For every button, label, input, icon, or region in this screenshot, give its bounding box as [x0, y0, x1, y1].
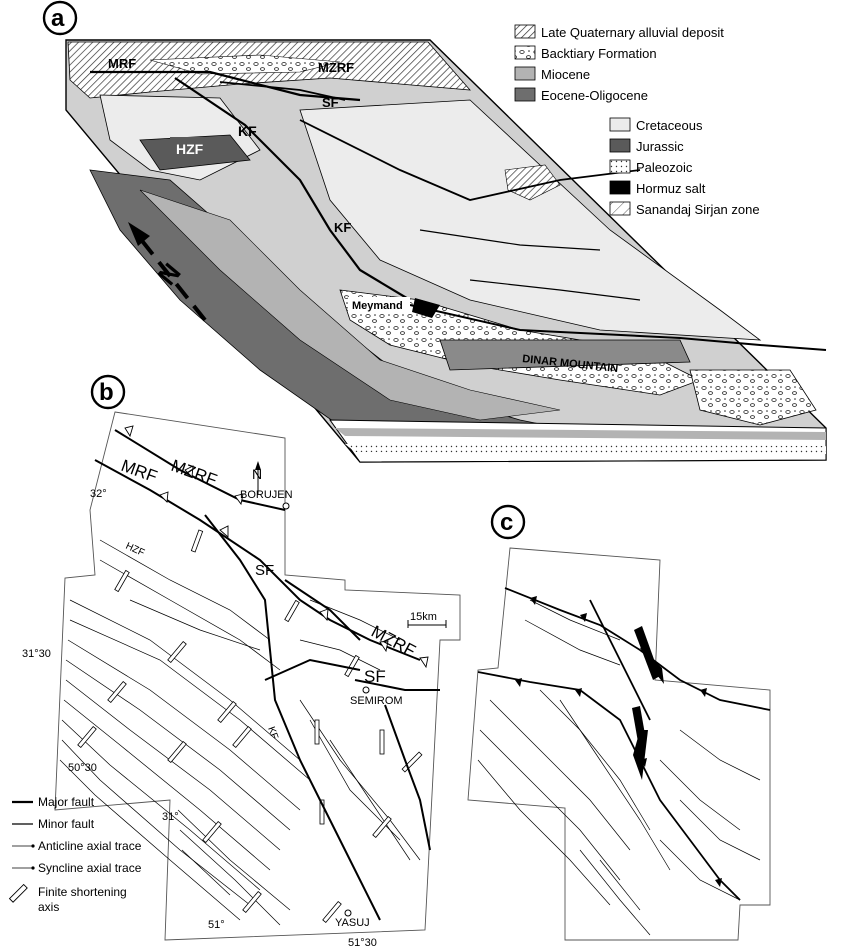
legend-b: Major fault Minor fault Anticline axial … — [8, 795, 142, 914]
side-layer-1 — [335, 428, 826, 440]
panel-b-badge — [90, 374, 126, 410]
legend-a-label-0: Late Quaternary alluvial deposit — [541, 25, 724, 40]
legend-b-label-1: Minor fault — [38, 817, 95, 831]
coord-3130: 31°30 — [22, 648, 51, 660]
legend-a-swatch-3 — [514, 87, 536, 102]
legend-b-shortening-swatch — [8, 883, 28, 903]
label-sf-b-upper: SF — [255, 562, 274, 579]
coord-32: 32° — [90, 488, 107, 500]
hzf-label-bg — [170, 137, 220, 159]
legend-a-label-2: Miocene — [541, 67, 590, 82]
panel-a-label: a — [51, 5, 65, 32]
fault-teeth-b — [124, 425, 429, 669]
major-faults-b — [94, 429, 440, 921]
label-sf-a: SF — [322, 95, 339, 110]
legend-a-label-3: Eocene-Oligocene — [541, 88, 648, 103]
label-kf-a-lower: KF — [334, 220, 351, 235]
legend-a-swatch-7 — [609, 180, 631, 195]
label-sf-b-right: SF — [364, 667, 386, 686]
panel-c-badge — [490, 504, 526, 540]
legend-a-label-1: Backtiary Formation — [541, 46, 657, 61]
legend-b-label-3: Syncline axial trace — [38, 861, 142, 875]
label-kf-b: KF — [265, 725, 280, 741]
legend-a-swatch-4 — [609, 117, 631, 132]
label-hzf-a: HZF — [176, 141, 204, 157]
coord-5130: 51°30 — [348, 937, 377, 949]
label-mzrf-a: MZRF — [318, 60, 354, 75]
legend-a-swatch-6 — [609, 159, 631, 174]
backtiary-east — [689, 369, 817, 426]
panel-b-label: b — [99, 379, 114, 406]
coord-31: 31° — [162, 811, 179, 823]
panel-a: N MRF MZRF SF KF HZF KF Meymand DINAR MO… — [42, 0, 827, 463]
label-semirom: SEMIROM — [350, 695, 403, 707]
legend-a-label-6: Paleozoic — [636, 160, 693, 175]
legend-b-label-4b: axis — [38, 900, 59, 914]
legend-b-label-2: Anticline axial trace — [38, 839, 142, 853]
label-yasuj: YASUJ — [335, 917, 370, 929]
fold-traces-c — [477, 599, 761, 936]
panel-c-label: c — [500, 509, 513, 536]
legend-a-swatch-2 — [514, 66, 536, 81]
legend-a-label-5: Jurassic — [636, 139, 684, 154]
borujen-dot — [282, 502, 290, 510]
panel-b: b — [8, 374, 461, 949]
legend-a-swatch-1 — [514, 45, 536, 60]
semirom-dot — [362, 686, 370, 694]
map-b-frame — [54, 411, 461, 941]
coord-5030: 50°30 — [68, 762, 97, 774]
label-borujen: BORUJEN — [240, 489, 293, 501]
meymand-label-bg — [348, 297, 410, 312]
yasuj-dot — [344, 909, 352, 917]
north-label-b: N — [252, 466, 262, 482]
cretaceous-area — [299, 99, 762, 341]
side-layer-2 — [345, 444, 826, 454]
legend-b-label-4a: Finite shortening — [38, 885, 127, 899]
scale-bar-b: 15km — [407, 611, 447, 628]
legend-a-swatch-0 — [514, 24, 536, 39]
legend-a-label-4: Cretaceous — [636, 118, 703, 133]
dinar-face — [439, 339, 691, 371]
label-kf-a-upper: KF — [238, 123, 257, 139]
scale-label: 15km — [410, 611, 437, 623]
legend-a-swatch-8 — [609, 201, 631, 216]
shortening-axes-b — [77, 529, 423, 924]
panel-c: c — [467, 504, 771, 941]
label-meymand: Meymand — [352, 300, 403, 312]
legend-a: Late Quaternary alluvial deposit Backtia… — [514, 24, 760, 217]
block-side-front — [329, 419, 827, 463]
legend-a-label-8: Sanandaj Sirjan zone — [636, 202, 760, 217]
coord-51: 51° — [208, 919, 225, 931]
motion-arrows-c — [632, 626, 664, 780]
legend-b-syncline-dot — [31, 866, 35, 870]
miocene-sw — [139, 189, 561, 421]
north-arrow-b: N — [252, 461, 262, 494]
legend-a-swatch-5 — [609, 138, 631, 153]
alluvial-east — [504, 164, 561, 201]
map-c-frame — [467, 547, 771, 941]
label-mrf-a: MRF — [108, 56, 136, 71]
faults-a — [90, 70, 827, 351]
legend-a-label-7: Hormuz salt — [636, 181, 706, 196]
legend-b-anticline-dot — [31, 844, 35, 848]
legend-b-label-0: Major fault — [38, 795, 95, 809]
panel-a-badge — [42, 0, 78, 36]
